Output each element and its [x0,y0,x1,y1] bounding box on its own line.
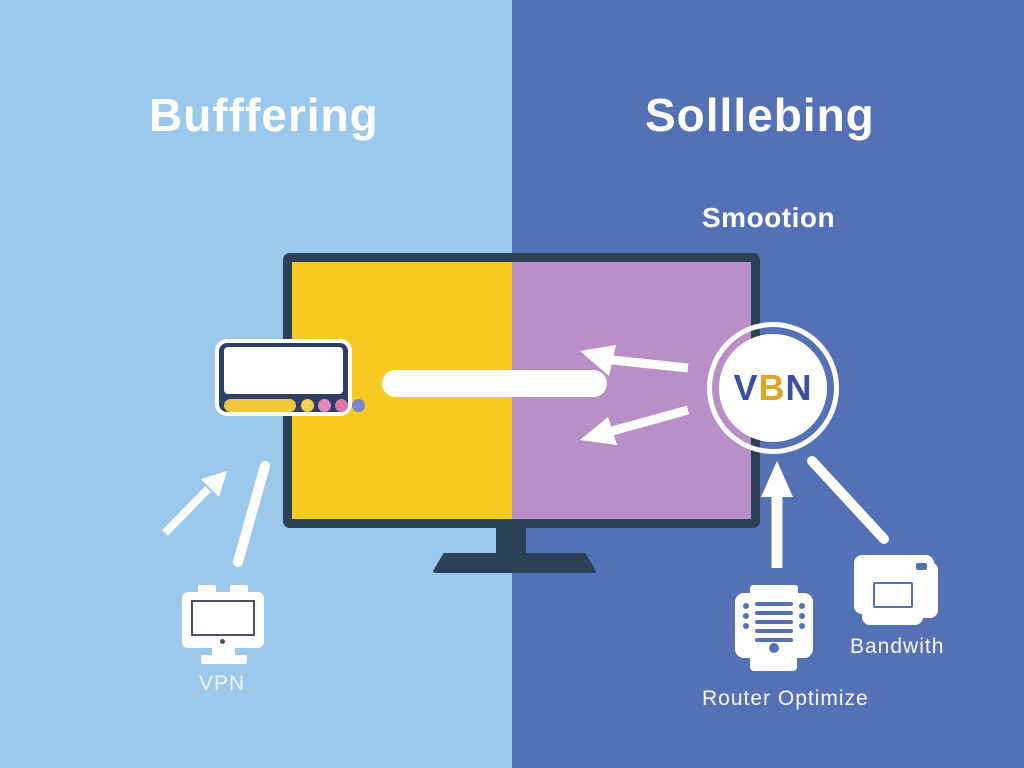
router-line-icon [755,611,793,615]
router-dot-icon [799,623,805,629]
router-foot-icon [750,656,797,671]
remote-display [224,347,343,394]
vbn-letter-v: V [733,367,759,408]
right-subtitle: Smootion [702,202,836,233]
router-line-icon [755,638,793,642]
monitor-dot-icon [220,639,225,644]
vbn-badge-ring [707,322,839,454]
monitor-tab-right-icon [230,585,248,594]
router-port-icon [769,643,779,653]
router-dot-icon [743,623,749,629]
left-title: Bufffering [149,89,379,141]
remote-progress-pill [224,399,296,412]
bandwidth-card-dot-icon [916,563,927,570]
vpn-label: VPN [199,672,246,695]
remote-button-magenta-icon [335,399,348,412]
vbn-badge: V B N [719,334,827,442]
progress-bar [382,370,607,397]
remote-button-pink-icon [318,399,331,412]
right-title: Solllebing [645,89,875,141]
monitor-base-icon [201,655,247,664]
monitor-screen-icon [191,600,255,636]
router-dot-icon [799,613,805,619]
bandwidth-card-screen-icon [873,582,913,608]
router-dot-icon [799,603,805,609]
vbn-letter-b: B [758,367,786,408]
tv-stand-base [432,553,597,573]
remote-button-yellow-icon [301,399,314,412]
bandwidth-label: Bandwith [850,635,945,658]
tv-stand-neck [496,527,526,556]
router-line-icon [755,620,793,624]
router-label: Router Optimize [702,687,869,710]
vbn-letter-n: N [785,367,813,408]
vpn-monitor-icon [182,592,264,648]
monitor-tab-left-icon [198,585,216,594]
media-remote [215,339,365,416]
router-dot-icon [743,603,749,609]
router-line-icon [755,629,793,633]
router-line-icon [755,602,793,606]
remote-buttons [301,399,365,412]
router-dot-icon [743,613,749,619]
bandwidth-icon [862,573,923,625]
remote-button-purple-icon [352,399,365,412]
router-icon [735,593,813,658]
